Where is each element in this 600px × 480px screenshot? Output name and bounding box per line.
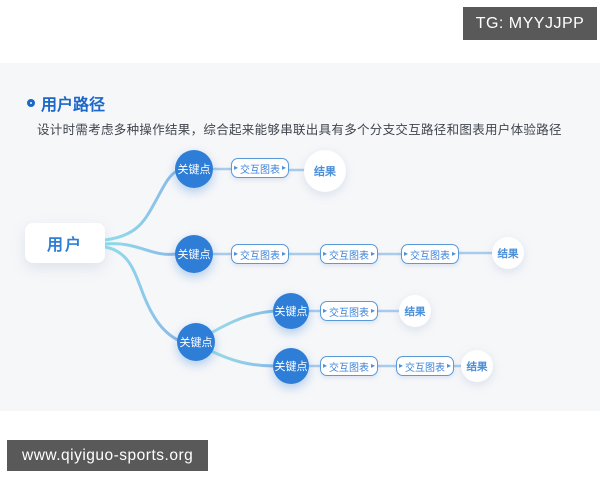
node-keypoint-branch3-sub2: 关键点 bbox=[273, 348, 309, 384]
chevron-right-icon: ▸ bbox=[233, 163, 238, 172]
url-watermark-badge: www.qiyiguo-sports.org bbox=[7, 440, 209, 471]
chevron-right-icon: ▸ bbox=[322, 361, 327, 370]
chart-label: 交互图表 bbox=[410, 250, 450, 262]
section-heading: 用户路径 bbox=[27, 91, 105, 115]
chevron-right-icon: ▸ bbox=[403, 249, 408, 258]
node-chart-b3s2-2: ▸ 交互图表 ▸ bbox=[396, 356, 454, 376]
tg-watermark-text: TG: MYYJJPP bbox=[475, 14, 585, 32]
node-keypoint-branch2: 关键点 bbox=[175, 235, 213, 273]
node-chart-b1-1: ▸ 交互图表 ▸ bbox=[231, 158, 289, 178]
node-result-branch2: 结果 bbox=[492, 237, 524, 269]
node-result-branch3-sub2: 结果 bbox=[461, 350, 493, 382]
tg-watermark-badge: TG: MYYJJPP bbox=[463, 7, 597, 40]
chart-label: 交互图表 bbox=[329, 307, 369, 319]
chevron-right-icon: ▸ bbox=[322, 249, 327, 258]
chevron-right-icon: ▸ bbox=[371, 361, 376, 370]
chevron-right-icon: ▸ bbox=[371, 249, 376, 258]
node-root-user: 用户 bbox=[25, 223, 105, 263]
node-chart-b3s2-1: ▸ 交互图表 ▸ bbox=[320, 356, 378, 376]
node-chart-b2-1: ▸ 交互图表 ▸ bbox=[231, 244, 289, 264]
chart-label: 交互图表 bbox=[240, 164, 280, 176]
chevron-right-icon: ▸ bbox=[371, 306, 376, 315]
chevron-right-icon: ▸ bbox=[233, 249, 238, 258]
node-result-branch3-sub1: 结果 bbox=[399, 295, 431, 327]
chevron-right-icon: ▸ bbox=[322, 306, 327, 315]
chevron-right-icon: ▸ bbox=[398, 361, 403, 370]
node-keypoint-branch3-sub1: 关键点 bbox=[273, 293, 309, 329]
node-chart-b2-2: ▸ 交互图表 ▸ bbox=[320, 244, 378, 264]
chart-label: 交互图表 bbox=[240, 250, 280, 262]
section-subtitle: 设计时需考虑多种操作结果，综合起来能够串联出具有多个分支交互路径和图表用户体验路… bbox=[37, 123, 562, 137]
chevron-right-icon: ▸ bbox=[282, 249, 287, 258]
chevron-right-icon: ▸ bbox=[282, 163, 287, 172]
node-keypoint-branch1: 关键点 bbox=[175, 150, 213, 188]
chart-label: 交互图表 bbox=[329, 362, 369, 374]
url-watermark-text: www.qiyiguo-sports.org bbox=[22, 446, 194, 464]
node-keypoint-branch3: 关键点 bbox=[177, 323, 215, 361]
chart-label: 交互图表 bbox=[405, 362, 445, 374]
chevron-right-icon: ▸ bbox=[452, 249, 457, 258]
chevron-right-icon: ▸ bbox=[447, 361, 452, 370]
chart-label: 交互图表 bbox=[329, 250, 369, 262]
node-chart-b2-3: ▸ 交互图表 ▸ bbox=[401, 244, 459, 264]
section-title: 用户路径 bbox=[41, 97, 106, 114]
node-result-branch1: 结果 bbox=[304, 150, 346, 192]
circle-bullet-icon bbox=[27, 99, 35, 107]
node-chart-b3s1-1: ▸ 交互图表 ▸ bbox=[320, 301, 378, 321]
